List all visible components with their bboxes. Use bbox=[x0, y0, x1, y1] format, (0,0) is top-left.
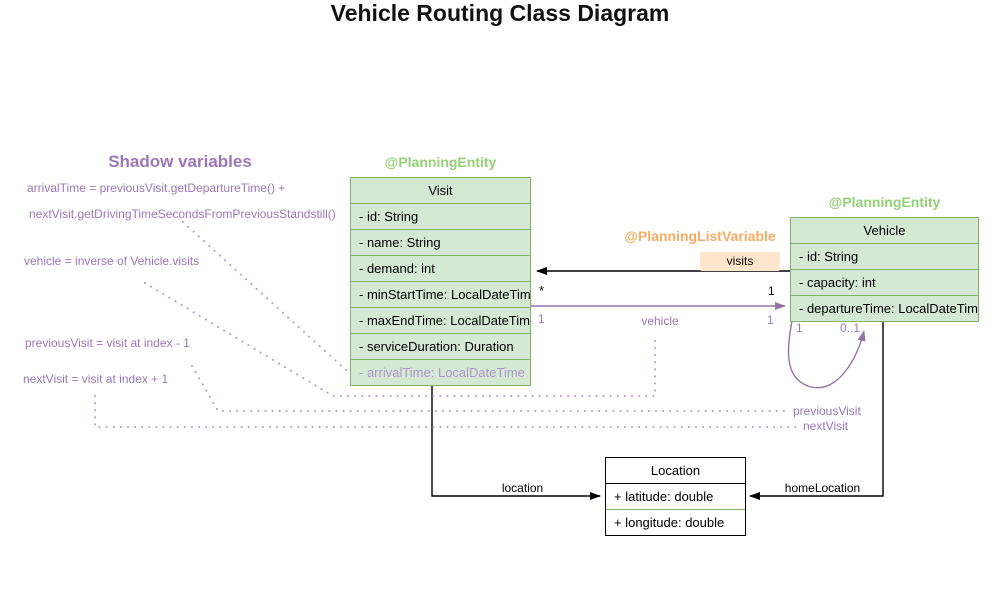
visit-stereotype: @PlanningEntity bbox=[384, 154, 497, 170]
annotation-previousvisit: previousVisit = visit at index - 1 bbox=[25, 336, 190, 350]
vehicle-attr-capacity: - capacity: int bbox=[791, 270, 978, 296]
vehicle-stereotype: @PlanningEntity bbox=[828, 194, 941, 210]
vehicle-class-box: Vehicle - id: String - capacity: int - d… bbox=[790, 217, 979, 322]
shadow-variables-heading: Shadow variables bbox=[108, 152, 252, 171]
visit-class-name: Visit bbox=[351, 178, 530, 204]
location-association-label: location bbox=[501, 481, 544, 495]
visits-multiplicity-vehicle: 1 bbox=[768, 284, 775, 298]
location-attr-latitude: + latitude: double bbox=[606, 484, 745, 510]
home-location-association-label: homeLocation bbox=[784, 481, 861, 495]
nextvisit-label: nextVisit bbox=[803, 419, 849, 433]
location-class-box: Location + latitude: double + longitude:… bbox=[605, 457, 746, 536]
annotation-vehicle: vehicle = inverse of Vehicle.visits bbox=[24, 254, 200, 268]
planning-list-variable-stereotype: @PlanningListVariable bbox=[624, 228, 776, 244]
vehicle-multiplicity-right: 1 bbox=[767, 313, 774, 327]
visit-class-box: Visit - id: String - name: String - dema… bbox=[350, 177, 531, 386]
visit-attr-demand: - demand: int bbox=[351, 256, 530, 282]
previousvisit-label: previousVisit bbox=[793, 404, 861, 418]
vehicle-attr-departuretime: - departureTime: LocalDateTime bbox=[799, 301, 978, 316]
vehicle-association-label: vehicle bbox=[641, 314, 679, 328]
visit-attr-id: - id: String bbox=[351, 204, 530, 230]
visits-multiplicity-visit: * bbox=[539, 283, 545, 298]
location-attr-longitude: + longitude: double bbox=[614, 515, 725, 530]
annotation-arrivaltime-continued: nextVisit.getDrivingTimeSecondsFromPrevi… bbox=[29, 207, 336, 221]
self-loop-multiplicity-source: 1 bbox=[796, 321, 803, 335]
dotted-connector-arrivaltime bbox=[182, 221, 347, 371]
page-title: Vehicle Routing Class Diagram bbox=[330, 0, 670, 26]
visits-label-badge: visits bbox=[700, 252, 780, 271]
visit-attr-arrivaltime-shadow: - arrivalTime: LocalDateTime bbox=[359, 365, 525, 380]
annotation-nextvisit: nextVisit = visit at index + 1 bbox=[23, 372, 169, 386]
dotted-connector-nextvisit bbox=[94, 395, 798, 428]
self-loop-multiplicity-target: 0..1 bbox=[840, 321, 861, 335]
vehicle-class-name: Vehicle bbox=[791, 218, 978, 244]
visit-attr-serviceduration: - serviceDuration: Duration bbox=[351, 334, 530, 360]
visit-attr-maxendtime: - maxEndTime: LocalDateTime bbox=[351, 308, 530, 334]
location-class-name: Location bbox=[606, 458, 745, 484]
location-association-line bbox=[431, 386, 601, 500]
annotation-arrivaltime: arrivalTime = previousVisit.getDeparture… bbox=[27, 181, 286, 195]
vehicle-attr-id: - id: String bbox=[791, 244, 978, 270]
visit-attr-minstarttime: - minStartTime: LocalDateTime bbox=[351, 282, 530, 308]
vehicle-multiplicity-left: 1 bbox=[538, 312, 545, 326]
visit-attr-name: - name: String bbox=[351, 230, 530, 256]
